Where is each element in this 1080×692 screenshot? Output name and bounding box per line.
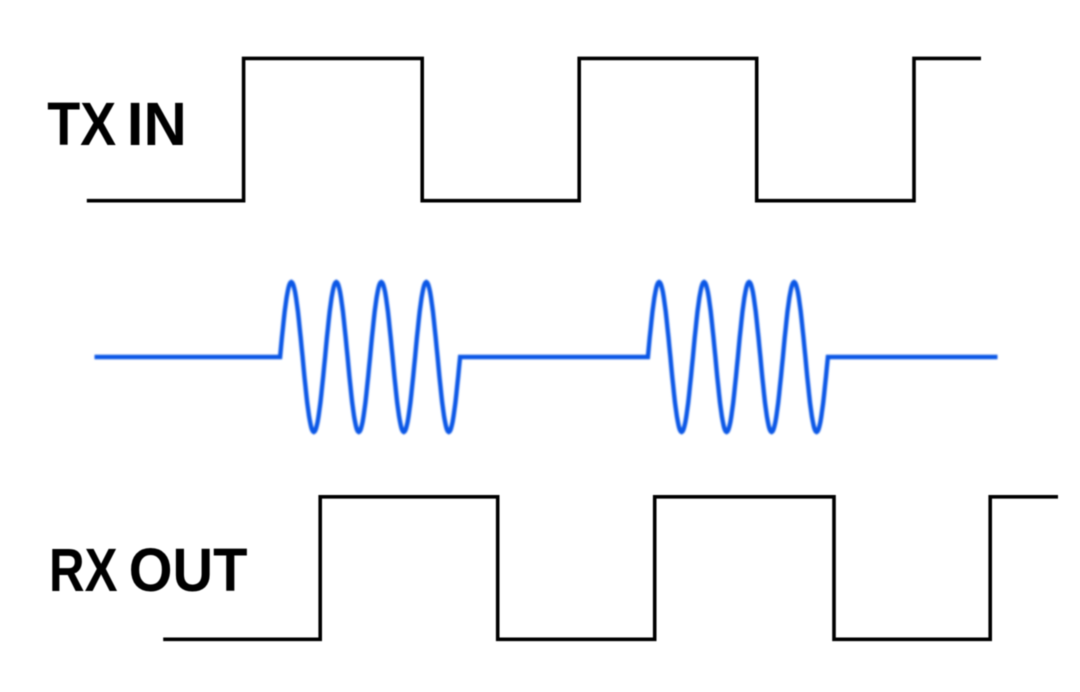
svg-text:OUT: OUT <box>129 536 248 605</box>
svg-text:IN: IN <box>127 90 187 159</box>
svg-text:TX: TX <box>47 90 116 159</box>
svg-text:RX: RX <box>49 536 118 605</box>
